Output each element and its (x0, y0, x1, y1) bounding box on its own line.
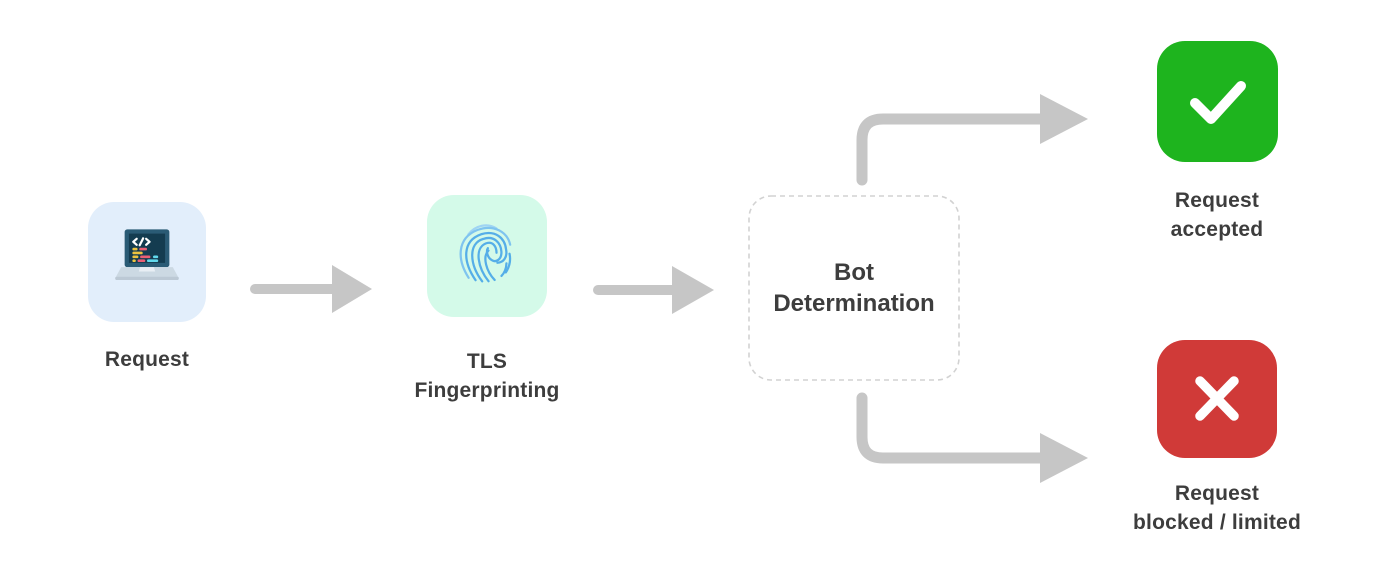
request-label: Request (104, 348, 190, 371)
request-accepted-node (1157, 41, 1278, 162)
fingerprint-icon (447, 212, 527, 300)
tls-label-line2: Fingerprinting (414, 379, 560, 402)
blocked-label-line2: blocked / limited (1133, 511, 1301, 534)
request-accepted-label: Request accepted (1097, 186, 1337, 244)
tls-fingerprinting-label: TLS Fingerprinting (357, 347, 617, 405)
request-node (88, 202, 206, 322)
dashed-box-border (748, 195, 960, 381)
tls-fingerprinting-node (427, 195, 547, 317)
checkmark-icon (1157, 41, 1278, 162)
request-blocked-node (1157, 340, 1277, 458)
bot-label-line1: Bot (834, 259, 874, 286)
laptop-code-icon (104, 218, 190, 306)
tls-label-line1: TLS (466, 350, 508, 373)
arrow-bot-to-blocked (856, 392, 1088, 483)
accepted-label-line1: Request (1174, 189, 1260, 212)
blocked-label-line1: Request (1174, 482, 1260, 505)
accepted-label-line2: accepted (1170, 218, 1264, 241)
arrow-bot-to-accepted (856, 94, 1088, 186)
arrow-tls-to-bot (593, 266, 714, 314)
bot-determination-label: Bot Determination (773, 257, 934, 319)
bot-label-line2: Determination (773, 290, 935, 317)
cross-icon (1157, 340, 1277, 458)
arrow-request-to-tls (250, 265, 372, 313)
request-blocked-label: Request blocked / limited (1082, 479, 1352, 537)
bot-determination-node: Bot Determination (748, 195, 960, 381)
